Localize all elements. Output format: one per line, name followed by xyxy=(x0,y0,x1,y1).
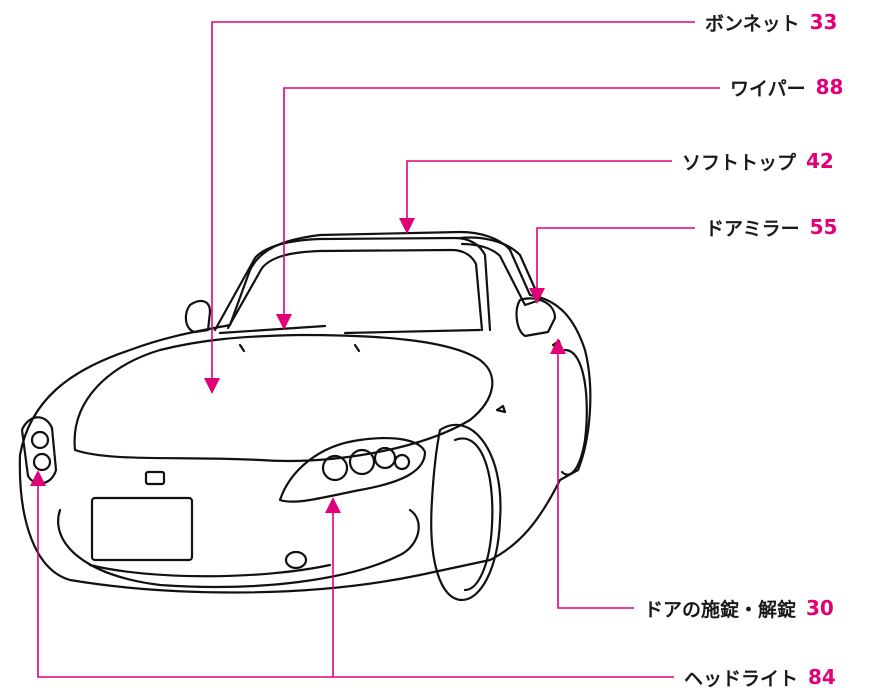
callout-label: ソフトトップ xyxy=(682,151,797,174)
hood-vent-2 xyxy=(353,343,361,353)
callout-label: ドアの施錠・解錠 xyxy=(644,598,797,621)
wheel-right xyxy=(430,423,502,602)
callout-page-link[interactable]: 42 xyxy=(806,149,834,173)
callout-door-mirror: ドアミラー 55 xyxy=(705,213,837,241)
callout-page-link[interactable]: 33 xyxy=(809,10,838,34)
callout-headlight: ヘッドライト 84 xyxy=(684,663,836,691)
leader-wiper xyxy=(276,87,720,330)
callout-bonnet: ボンネット 33 xyxy=(705,8,837,36)
leader-doorlock xyxy=(550,338,634,609)
wiper-right xyxy=(343,328,482,335)
callout-page-link[interactable]: 55 xyxy=(809,215,838,239)
callout-page-link[interactable]: 30 xyxy=(806,596,834,620)
callout-page-link[interactable]: 84 xyxy=(808,665,836,689)
leader-mirror xyxy=(529,227,695,304)
callout-door-lock: ドアの施錠・解錠 30 xyxy=(644,594,834,622)
callout-label: ワイパー xyxy=(730,77,806,100)
mirror-left xyxy=(184,299,212,334)
leader-softtop xyxy=(399,160,672,234)
car-body-outline xyxy=(18,230,592,594)
leader-headlight xyxy=(30,470,674,678)
windshield-inner xyxy=(226,248,484,332)
callout-wiper: ワイパー 88 xyxy=(730,73,843,101)
callout-label: ヘッドライト xyxy=(684,667,799,690)
wheel-rear xyxy=(560,348,588,476)
emblem xyxy=(144,470,166,486)
front-bumper xyxy=(57,508,420,589)
wiper-left xyxy=(218,324,327,335)
license-plate xyxy=(90,496,194,562)
leader-bonnet xyxy=(204,21,695,394)
callout-label: ボンネット xyxy=(705,12,800,35)
callout-page-link[interactable]: 88 xyxy=(815,75,844,99)
headlight-right xyxy=(278,437,427,503)
lower-intake xyxy=(88,563,332,578)
callout-soft-top: ソフトトップ 42 xyxy=(682,147,834,175)
windshield-frame xyxy=(213,236,492,332)
hood-vent-1 xyxy=(238,343,246,353)
hood-outline xyxy=(73,333,494,463)
callout-label: ドアミラー xyxy=(705,217,800,240)
